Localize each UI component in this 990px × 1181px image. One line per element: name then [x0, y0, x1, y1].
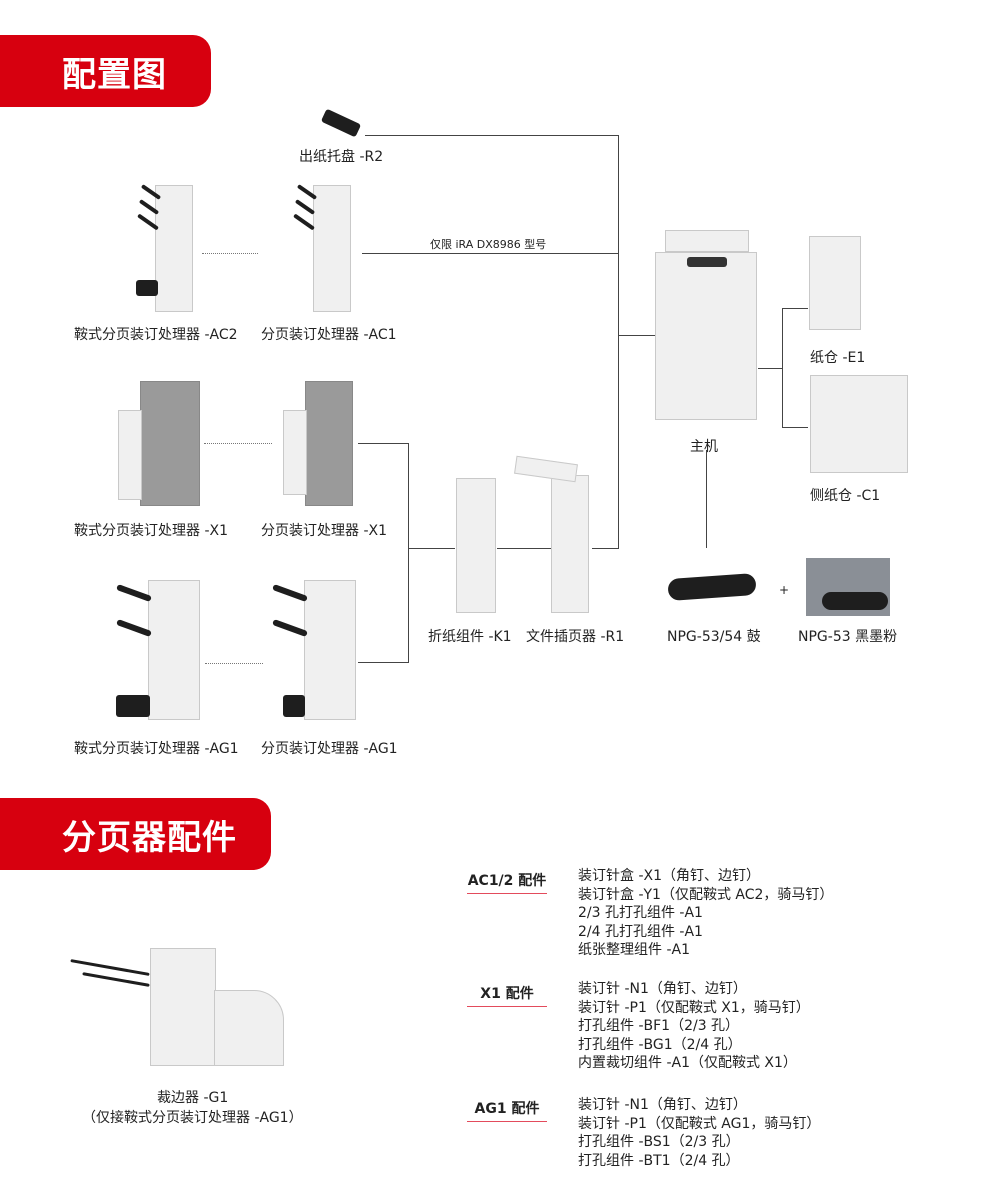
finisher-x1-saddle-label: 鞍式分页装订处理器 -X1 — [74, 523, 228, 539]
list-item: 2/4 孔打孔组件 -A1 — [578, 923, 703, 940]
section-title-layout: 配置图 — [0, 35, 211, 107]
list-item: 装订针 -N1（角钉、边钉） — [578, 981, 747, 997]
folding-unit-k1-label: 折纸组件 -K1 — [428, 629, 512, 645]
inserter-r1-label: 文件插页器 -R1 — [526, 629, 625, 645]
list-item: 装订针 -P1（仅配鞍式 X1，骑马钉） — [578, 999, 810, 1016]
accessory-list: 装订针 -N1（角钉、边钉） 装订针 -P1（仅配鞍式 AG1，骑马钉） 打孔组… — [578, 1096, 820, 1170]
list-item: 内置裁切组件 -A1（仅配鞍式 X1） — [578, 1055, 797, 1071]
drum-label: NPG-53/54 鼓 — [667, 629, 761, 645]
folding-unit-k1-image — [456, 478, 496, 613]
output-tray-label: 出纸托盘 -R2 — [299, 149, 384, 165]
plus-sign: + — [779, 583, 790, 597]
trimmer-g1-note: （仅接鞍式分页装订处理器 -AG1） — [82, 1110, 303, 1126]
finisher-ag1-label: 分页装订处理器 -AG1 — [261, 741, 398, 757]
drum-image — [667, 572, 757, 602]
main-unit-label: 主机 — [690, 439, 718, 455]
list-item: 打孔组件 -BF1（2/3 孔） — [578, 1018, 740, 1034]
finisher-ag1-saddle-label: 鞍式分页装订处理器 -AG1 — [74, 741, 239, 757]
finisher-ac2-label: 鞍式分页装订处理器 -AC2 — [74, 327, 238, 343]
list-item: 2/3 孔打孔组件 -A1 — [578, 905, 703, 921]
list-item: 打孔组件 -BS1（2/3 孔） — [578, 1134, 740, 1150]
accessory-group-title: AG1 配件 — [467, 1098, 547, 1122]
list-item: 装订针盒 -Y1（仅配鞍式 AC2，骑马钉） — [578, 886, 834, 903]
toner-label: NPG-53 黑墨粉 — [798, 629, 898, 645]
paper-deck-e1-label: 纸仓 -E1 — [810, 350, 866, 366]
list-item: 打孔组件 -BT1（2/4 孔） — [578, 1152, 740, 1169]
list-item: 装订针 -N1（角钉、边钉） — [578, 1097, 747, 1113]
trimmer-g1-label: 裁边器 -G1 — [157, 1090, 229, 1106]
finisher-x1-label: 分页装订处理器 -X1 — [261, 523, 387, 539]
side-deck-c1-label: 侧纸仓 -C1 — [810, 488, 881, 504]
accessory-group-title: X1 配件 — [467, 983, 547, 1007]
list-item: 打孔组件 -BG1（2/4 孔） — [578, 1036, 742, 1053]
model-note: 仅限 iRA DX8986 型号 — [430, 238, 547, 251]
output-tray-image — [320, 108, 362, 138]
list-item: 装订针盒 -X1（角钉、边钉） — [578, 868, 760, 884]
list-item: 装订针 -P1（仅配鞍式 AG1，骑马钉） — [578, 1115, 821, 1132]
section-title-accessories: 分页器配件 — [0, 798, 271, 870]
accessory-list: 装订针 -N1（角钉、边钉） 装订针 -P1（仅配鞍式 X1，骑马钉） 打孔组件… — [578, 980, 810, 1073]
finisher-ac1-label: 分页装订处理器 -AC1 — [261, 327, 397, 343]
accessory-list: 装订针盒 -X1（角钉、边钉） 装订针盒 -Y1（仅配鞍式 AC2，骑马钉） 2… — [578, 867, 833, 960]
accessory-group-title: AC1/2 配件 — [467, 870, 547, 894]
side-deck-c1-image — [810, 375, 908, 473]
list-item: 纸张整理组件 -A1 — [578, 942, 690, 958]
paper-deck-e1-image — [809, 236, 861, 330]
